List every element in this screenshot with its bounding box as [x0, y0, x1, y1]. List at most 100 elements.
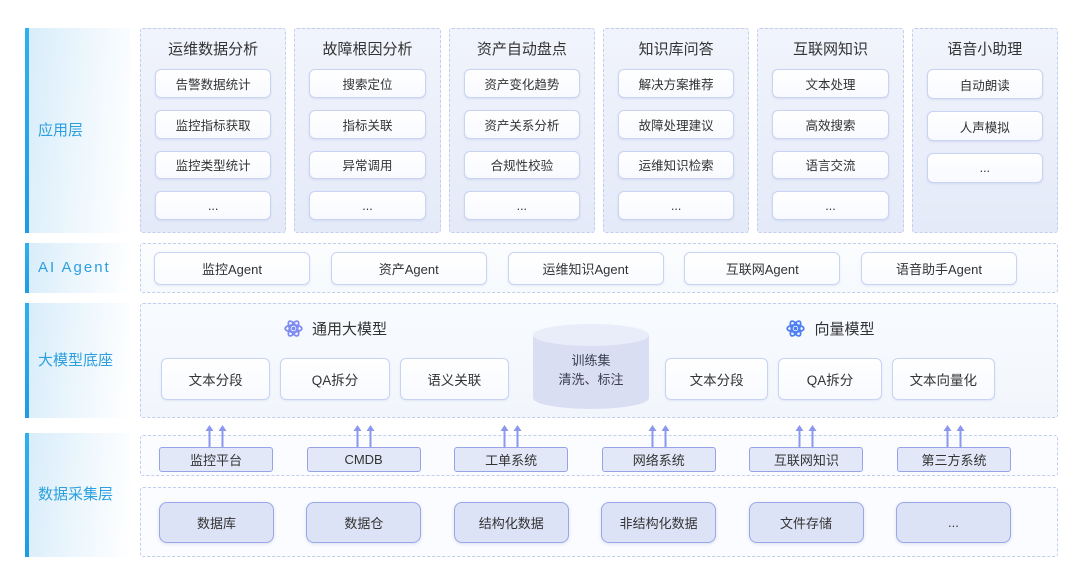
app-item: 指标关联	[309, 109, 426, 139]
model-box: QA拆分	[280, 358, 390, 400]
app-column-title: 故障根因分析	[322, 41, 413, 58]
data-source-row: 监控平台 CMDB 工单系统网络系统互联网知识第三方系统	[140, 425, 1058, 476]
training-set-label: 训练集 清洗、标注	[533, 324, 649, 409]
up-arrow-icon	[808, 425, 817, 447]
app-item: 资产变化趋势	[463, 69, 580, 98]
data-source-box: 工单系统	[454, 425, 569, 472]
cylinder-top	[533, 324, 649, 346]
layer-label-text: 大模型底座	[38, 351, 114, 369]
app-item: 告警数据统计	[155, 69, 272, 98]
up-arrows	[943, 424, 965, 447]
app-item: 自动朗读	[926, 69, 1043, 99]
data-store-box: 非结构化数据	[601, 501, 717, 543]
up-arrow-icon	[513, 425, 522, 447]
layer-label-application: 应用层	[25, 28, 130, 233]
app-item: ...	[772, 191, 889, 220]
up-arrow-icon	[366, 425, 375, 447]
data-store-row: 数据库数据仓结构化数据非结构化数据文件存储...	[140, 487, 1058, 557]
vector-model-header: 向量模型	[665, 317, 995, 339]
app-item: ...	[309, 191, 426, 220]
model-box: 文本分段	[161, 358, 271, 400]
up-arrows	[795, 424, 817, 447]
layer-label-ai-agent: AI Agent	[25, 243, 130, 293]
model-box: 语义关联	[399, 358, 509, 400]
app-column-title: 知识库问答	[638, 41, 714, 58]
app-column-title: 互联网知识	[792, 41, 868, 58]
up-arrows	[648, 424, 670, 447]
label-accent-bar	[25, 243, 29, 293]
data-source-box: 互联网知识	[749, 425, 864, 472]
data-source-box: 网络系统	[601, 425, 716, 472]
up-arrow-icon	[943, 425, 952, 447]
agent-box: 语音助手Agent	[861, 251, 1017, 285]
app-item: 解决方案推荐	[617, 69, 735, 98]
data-source-box: CMDB	[306, 425, 421, 472]
layer-label-text: 数据采集层	[38, 486, 114, 503]
app-item: 高效搜索	[772, 109, 889, 139]
data-store-box: 文件存储	[748, 501, 864, 543]
app-column-title: 资产自动盘点	[476, 41, 567, 58]
app-item: 监控类型统计	[155, 150, 272, 180]
model-box: QA拆分	[778, 358, 882, 400]
atom-icon	[284, 319, 303, 337]
app-column-4: 知识库问答解决方案推荐故障处理建议运维知识检索...	[602, 28, 750, 233]
model-box: 文本分段	[665, 358, 769, 400]
up-arrow-icon	[500, 425, 509, 447]
app-item: ...	[617, 191, 735, 220]
agent-box: 监控Agent	[154, 251, 310, 285]
up-arrows	[500, 424, 522, 447]
app-column-3: 资产自动盘点资产变化趋势资产关系分析合规性校验...	[448, 28, 595, 233]
agent-box: 运维知识Agent	[507, 251, 664, 285]
app-column-2: 故障根因分析搜索定位指标关联异常调用...	[294, 28, 441, 233]
up-arrow-icon	[218, 425, 227, 447]
data-store-box: 数据仓	[306, 501, 422, 543]
label-accent-bar	[25, 303, 29, 418]
layer-label-text: AI Agent	[38, 259, 111, 276]
up-arrow-icon	[648, 425, 657, 447]
layer-label-text: 应用层	[38, 121, 84, 139]
app-column-title: 语音小助理	[947, 41, 1023, 58]
label-accent-bar	[25, 433, 29, 557]
up-arrows	[205, 424, 227, 447]
layer-label-data-collection: 数据采集层	[25, 433, 130, 557]
application-columns: 运维数据分析告警数据统计监控指标获取监控类型统计...故障根因分析搜索定位指标关…	[140, 28, 1058, 233]
app-item: 文本处理	[772, 69, 889, 98]
app-column-5: 互联网知识文本处理高效搜索语言交流...	[757, 28, 904, 233]
up-arrow-icon	[353, 425, 362, 447]
atom-icon	[786, 319, 806, 337]
app-item: ...	[155, 191, 272, 220]
data-store-box: 数据库	[159, 501, 274, 543]
app-item: 故障处理建议	[617, 109, 735, 139]
vector-model-title: 向量模型	[814, 320, 875, 338]
up-arrow-icon	[956, 425, 965, 447]
app-item: 运维知识检索	[617, 150, 735, 180]
up-arrow-icon	[661, 425, 670, 447]
cylinder-bottom	[533, 387, 649, 409]
agent-box: 资产Agent	[330, 251, 487, 285]
up-arrow-icon	[205, 425, 214, 447]
app-column-6: 语音小助理自动朗读人声模拟...	[911, 28, 1058, 233]
data-source-box: 监控平台	[159, 425, 273, 472]
app-item: ...	[463, 191, 580, 220]
general-model-title: 通用大模型	[311, 320, 387, 338]
app-item: 语言交流	[772, 150, 889, 180]
agent-row: 监控Agent 资产Agent 运维知识Agent 互联网Agent 语音助手Agent	[140, 243, 1058, 293]
training-set-line2: 清洗、标注	[558, 371, 624, 387]
app-item: 监控指标获取	[155, 109, 272, 139]
app-column-1: 运维数据分析告警数据统计监控指标获取监控类型统计...	[140, 28, 287, 233]
agent-box: 互联网Agent	[684, 251, 841, 285]
up-arrow-icon	[795, 425, 804, 447]
up-arrows	[353, 424, 375, 447]
model-box: 文本向量化	[891, 358, 995, 400]
data-source-box: 第三方系统	[896, 425, 1011, 472]
data-store-box: 结构化数据	[453, 501, 569, 543]
app-item: 人声模拟	[926, 111, 1043, 141]
layer-label-model-base: 大模型底座	[25, 303, 130, 418]
app-item: 合规性校验	[463, 150, 580, 180]
